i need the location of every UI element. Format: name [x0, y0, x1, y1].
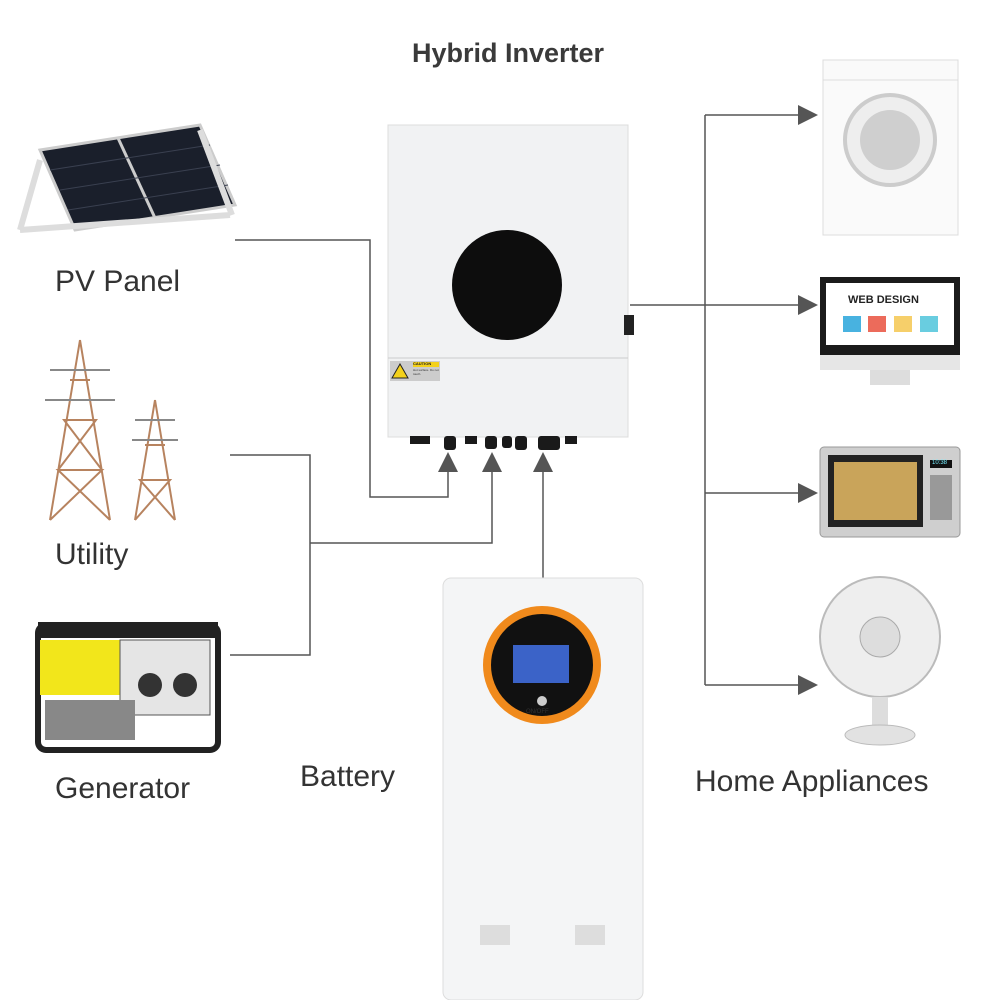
diagram-title: Hybrid Inverter [412, 38, 605, 68]
microwave-icon [819, 446, 961, 538]
microwave-display: 10:38 [932, 460, 948, 466]
power-tower-icon [45, 339, 178, 521]
utility-label: Utility [55, 538, 129, 571]
monitor-icon [820, 277, 960, 385]
generator-icon [35, 622, 221, 753]
battery-unit [442, 577, 644, 1000]
utility-connector [230, 454, 311, 656]
battery-label: Battery [300, 760, 396, 793]
pv-connector [235, 239, 449, 498]
solar-panel-icon [17, 123, 238, 233]
battery-onoff-label: ON/OFF [526, 709, 549, 715]
battery-screen [513, 645, 569, 683]
hybrid-inverter [387, 124, 634, 450]
arrow-up-icon [438, 452, 458, 472]
caution-title: CAUTION [413, 361, 432, 366]
arrow-right-icon [798, 675, 818, 695]
washing-machine-icon [822, 59, 959, 236]
arrow-right-icon [798, 105, 818, 125]
home-appliances-label: Home Appliances [695, 765, 929, 798]
caution-text: Hot surface. Do not touch. [413, 368, 439, 376]
connectors [230, 114, 800, 686]
arrow-right-icon [798, 483, 818, 503]
arrow-up-icon [482, 452, 502, 472]
pv-panel-label: PV Panel [55, 265, 181, 298]
arrowheads [438, 105, 818, 695]
arrow-right-icon [798, 295, 818, 315]
generator-label: Generator [55, 772, 191, 805]
arrow-up-icon [533, 452, 553, 472]
fan-icon [819, 576, 941, 746]
inverter-display [452, 230, 562, 340]
grid-gen-connector [310, 470, 493, 544]
monitor-screen-text: WEB DESIGN [848, 294, 919, 306]
